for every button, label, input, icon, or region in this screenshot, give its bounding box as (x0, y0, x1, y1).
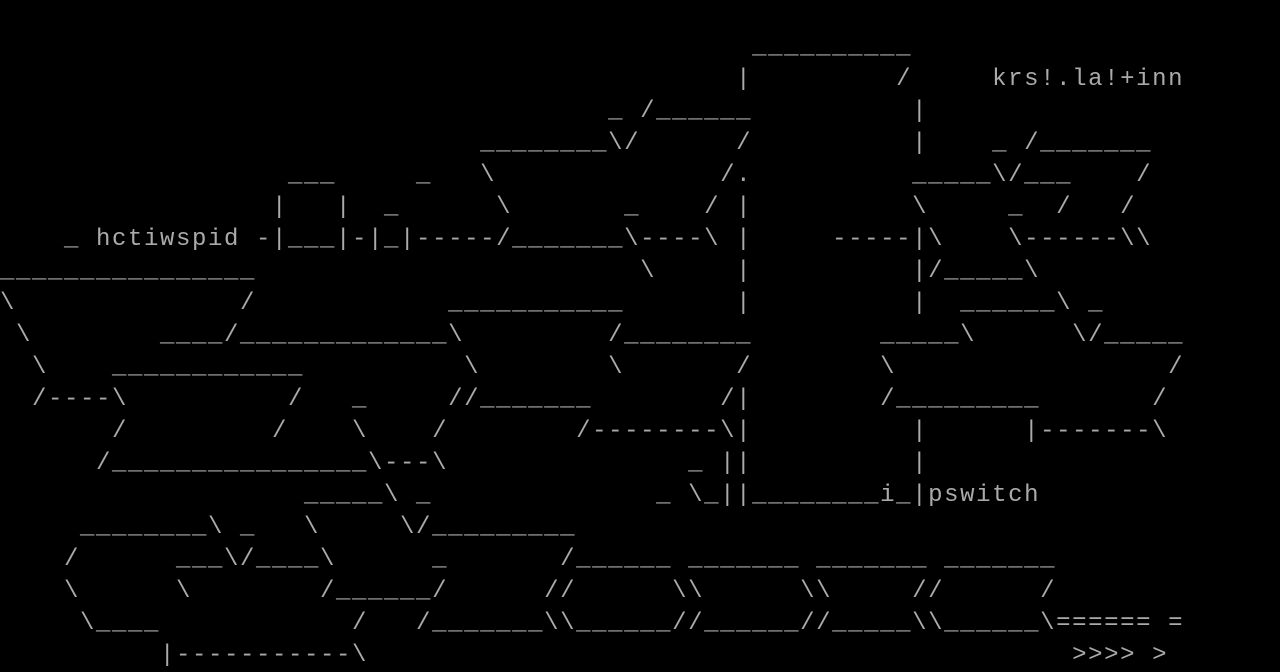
terminal-line-17: / ___\/____\ _ /______ _______ _______ _… (0, 546, 1057, 573)
terminal-line-1: __________ (0, 34, 913, 61)
terminal-line-11: \ ____________ \ \ / \ / (0, 354, 1185, 381)
terminal-line-7: _ hctiwspid -|___|-|_|-----/_______\----… (0, 226, 1153, 253)
terminal-line-20: |-----------\ >>>> > (0, 642, 1169, 669)
terminal-line-9: \ / ___________ | | ______\ _ (0, 290, 1105, 317)
terminal-line-14: /________________\---\ _ || | (0, 450, 929, 477)
terminal-line-16: ________\ _ \ \/_________ (0, 514, 577, 541)
terminal-line-10: \ ____/_____________\ /________ _____\ \… (0, 322, 1185, 349)
terminal-line-15: _____\ _ _ \_||________i_|pswitch (0, 482, 1041, 509)
terminal-line-18: \ \ /______/ // \\ \\ // / (0, 578, 1057, 605)
terminal-line-2: | / krs!.la!+inn (0, 66, 1185, 93)
terminal-line-3: _ /______ | (0, 98, 929, 125)
terminal-line-6: | | _ \ _ / | \ _ / / (0, 194, 1137, 221)
terminal-line-19: \____ / /_______\\______//______//_____\… (0, 610, 1185, 637)
terminal-line-5: ___ _ \ /. _____\/___ / (0, 162, 1153, 189)
terminal-line-12: /----\ / _ //_______ /| /_________ / (0, 386, 1169, 413)
terminal-line-0 (0, 0, 1280, 32)
terminal-line-13: / / \ / /--------\| | |-------\ (0, 418, 1169, 445)
terminal-line-8: ________________ \ | |/_____\ (0, 258, 1041, 285)
terminal-line-4: ________\/ / | _ /_______ (0, 130, 1153, 157)
